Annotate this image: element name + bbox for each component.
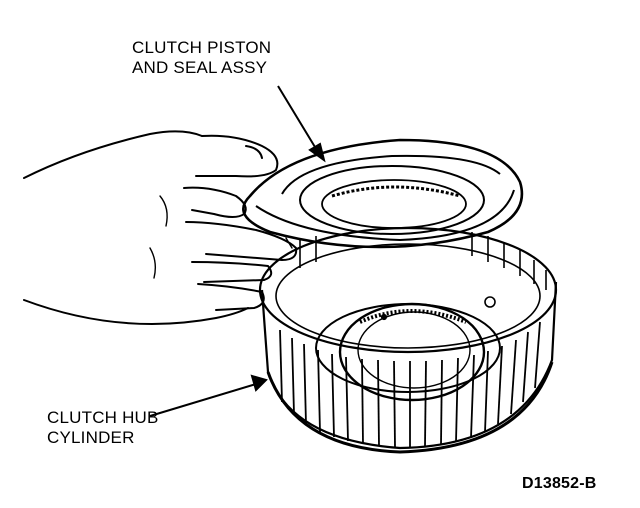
- figure-code: D13852-B: [522, 475, 597, 492]
- clutch-hub-label-line2: CYLINDER: [47, 428, 135, 447]
- hand: [23, 130, 298, 325]
- clutch-hub-cylinder: [258, 226, 558, 454]
- clutch-piston-label-line1: CLUTCH PISTON: [132, 38, 272, 57]
- clutch-piston-label: CLUTCH PISTON AND SEAL ASSY: [132, 38, 271, 78]
- clutch-piston-ring: [242, 138, 524, 249]
- leader-lines: [149, 85, 326, 417]
- hub-leader-line: [149, 383, 257, 417]
- clutch-hub-label: CLUTCH HUB CYLINDER: [47, 408, 159, 448]
- piston-leader-line: [277, 85, 319, 153]
- hub-arrowhead: [250, 374, 268, 392]
- piston-arrowhead: [308, 142, 326, 163]
- clutch-hub-label-line1: CLUTCH HUB: [47, 408, 159, 427]
- clutch-piston-label-line2: AND SEAL ASSY: [132, 58, 268, 77]
